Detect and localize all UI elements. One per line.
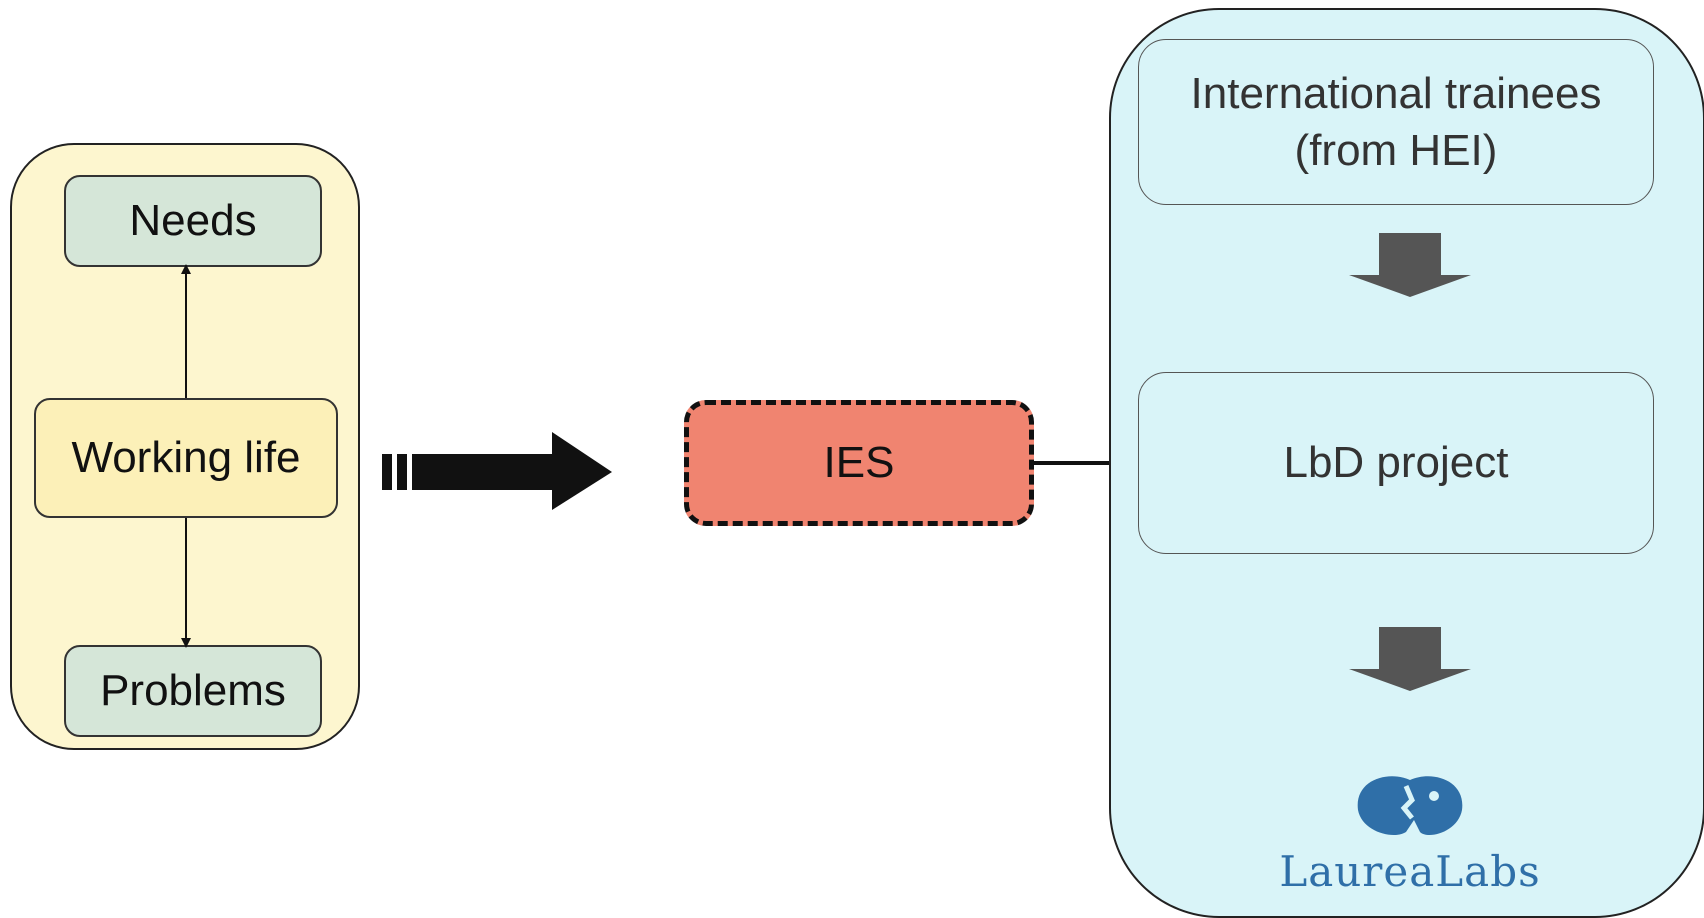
down-arrow-2 [1349,627,1471,691]
problems-label: Problems [100,666,286,715]
international-trainees-box: International trainees (from HEI) [1138,39,1654,205]
trainees-line-2: (from HEI) [1294,126,1498,175]
lbd-project-box: LbD project [1138,372,1654,554]
working-life-label: Working life [71,433,301,482]
needs-box: Needs [64,175,322,267]
laurealabs-logo-icon [1357,776,1463,836]
problems-box: Problems [64,645,322,737]
working-life-box: Working life [34,398,338,518]
ies-label: IES [823,438,895,487]
trainees-line-1: International trainees [1190,68,1602,118]
big-right-arrow [382,432,612,510]
logo-text-label: LaureaLabs [1279,846,1541,896]
lbd-project-label: LbD project [1283,438,1509,488]
needs-label: Needs [129,196,257,245]
laurealabs-logo-text: LaureaLabs [1250,846,1570,896]
ies-box: IES [684,400,1034,526]
down-arrow-1 [1349,233,1471,297]
